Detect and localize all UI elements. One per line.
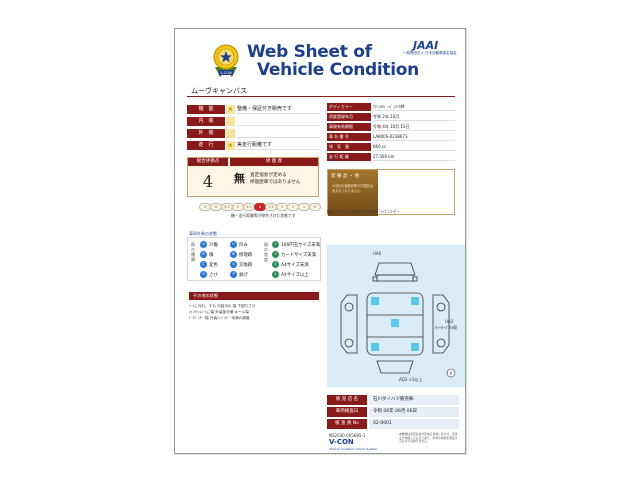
remark-line: ｼｰﾄに汚れ、すれ 内装汚れ 傷 下廻りさび [189,304,256,308]
legend-side-label-degree: 傷の程度 [264,242,268,262]
row-value [237,129,319,138]
dealer-row: 販 売 店 名 石川ダイハツ販売㈱ [327,395,459,405]
jaai-subtitle: 一般財団法人 日本自動車査定協会 [403,51,457,55]
row-value: 27,500 km [373,153,455,161]
vcon-brand: V-CON [329,438,354,446]
spec-row-function: 機 能 ★ 整備・保証付き販売です [187,105,319,114]
spec-row-color: ボディカラー ﾅﾁｭﾗﾙﾍﾞｰｼﾞｭﾏｲｶM [327,103,455,111]
repair-history-header: 修 復 歴 [230,158,318,166]
dealer-row: 車両検査日 令和 06年 06月 06日 [327,407,459,417]
equipment-panel: 装 備 品 ・ 他 ※当社の装備品等の付属品は含まれておりません [327,169,455,216]
spec-row-mileage: 走 行 ★ 実走行距離です [187,141,319,150]
scale-mark: R [309,203,321,211]
repair-note-line1: 査定協会が定める [250,173,287,178]
row-value: 実走行距離です [237,141,319,150]
svg-text:X: X [450,371,453,376]
dealer-info: 販 売 店 名 石川ダイハツ販売㈱ 車両検査日 令和 06年 06月 06日 検… [327,395,459,429]
overall-score: 4 [202,172,214,191]
spec-row-mileage-km: 走 行 距 離 27,500 km [327,153,455,161]
row-label: ボディカラー [327,103,371,111]
row-label: 走 行 距 離 [327,153,371,161]
row-label: 車検有効期限 [327,123,371,131]
repair-history-value: 無 [234,172,245,185]
star-icon: ★ [226,105,235,114]
row-value: 整備・保証付き販売です [237,105,319,114]
remarks-title: その他の状態 [189,292,319,300]
row-value: 660 cc [373,143,455,151]
sheet-code: N52030-005685-1 [329,433,366,438]
row-label: 車 台 番 号 [327,133,371,141]
spec-row-first-registration: 初度登録年月 令和 2年 10月 [327,113,455,121]
row-label: 外 装 [187,129,225,138]
legend-side-label-type: 傷の種類 [191,242,195,262]
row-value [237,117,319,126]
jaai-logo: JAAI [413,39,439,52]
row-value: 令和 2年 10月 [373,113,455,121]
vehicle-damage-diagram: X UA0 UA2 ｸｫｰﾀｰﾊﾟﾈﾙ傷 AQ3 ×3以上 [327,245,465,387]
diagram-callout: ｸｫｰﾀｰﾊﾟﾈﾙ傷 [435,325,457,330]
scale-note: 機・走行距離等が除外された状態です [231,213,296,218]
row-label: 排 気 量 [327,143,371,151]
legend-title: 車両外装の状態 [189,231,217,236]
evaluation-box: 総合評価点 修 復 歴 4 無 査定協会が定める 修復歴車ではありません [187,157,319,197]
sheet-title-line2: Vehicle Condition [257,60,419,80]
spec-row-displacement: 排 気 量 660 cc [327,143,455,151]
remark-line: ﾒｲﾝﾃﾅﾝｽﾉｰﾄに傷 外装部分補 キール傷 [189,310,249,314]
equipment-header: 装 備 品 ・ 他 ※当社の装備品等の付属品は含まれておりません [328,170,378,216]
equipment-list: 純正 ﾅﾋﾞTV ﾊﾞｯｸｶﾒﾗ ｵｰﾄｴｱｺﾝ ﾄﾞﾗｲﾌﾞﾚｺｰﾀﾞｰ [327,209,400,214]
score-header: 総合評価点 [188,158,228,166]
vcon-subtitle: Vehicle Condition Check System [329,447,378,451]
spec-row-exterior: 外 装 [187,129,319,138]
star-icon [226,117,235,126]
repair-note-line2: 修復歴車ではありません [250,180,301,185]
row-label: 初度登録年月 [327,113,371,121]
row-value: 令和 4年 10月 15日 [373,123,455,131]
equipment-title: 装 備 品 ・ 他 [331,174,360,179]
footer-disclaimer: 本書類は査定協会が定める基準に基づき、査定士が作成したものであり、車両の状態を保… [399,432,458,444]
diagram-callout: AQ3 ×3以上 [399,377,423,382]
grade-scale: S 6 5.5 5 4.5 4 3.5 3 2 1 R [199,203,325,211]
car-outline-icon: X [340,262,456,378]
star-icon: ★ [226,141,235,150]
remark-line: ﾄﾞｱﾊﾞｲｻﾞｰ傷 外装ｴｯｼﾞｶﾊﾞｰ未満の損傷 [189,316,250,320]
row-value: LA800S-0238673 [373,133,455,141]
spec-row-inspection-expiry: 車検有効期限 令和 4年 10月 15日 [327,123,455,131]
seal-label: V-CON [220,71,232,75]
diagram-callout: UA2 [445,319,454,324]
row-value: ﾅﾁｭﾗﾙﾍﾞｰｼﾞｭﾏｲｶM [373,103,455,111]
star-icon [226,129,235,138]
vehicle-condition-sheet: V-CON Web Sheet of Vehicle Condition JAA… [174,28,466,454]
sheet-title-line1: Web Sheet of [247,42,372,62]
row-label: 走 行 [187,141,225,150]
dealer-row: 検 査 員 No 02-0001 [327,419,459,429]
spec-row-chassis-number: 車 台 番 号 LA800S-0238673 [327,133,455,141]
car-name: ムーヴキャンバス [187,83,455,97]
row-label: 機 能 [187,105,225,114]
row-label: 内 装 [187,117,225,126]
equipment-note: ※当社の装備品等の付属品は含まれておりません [332,184,373,193]
vcon-seal-icon: V-CON [213,44,239,77]
diagram-callout: UA0 [373,251,382,256]
spec-row-interior: 内 装 [187,117,319,126]
